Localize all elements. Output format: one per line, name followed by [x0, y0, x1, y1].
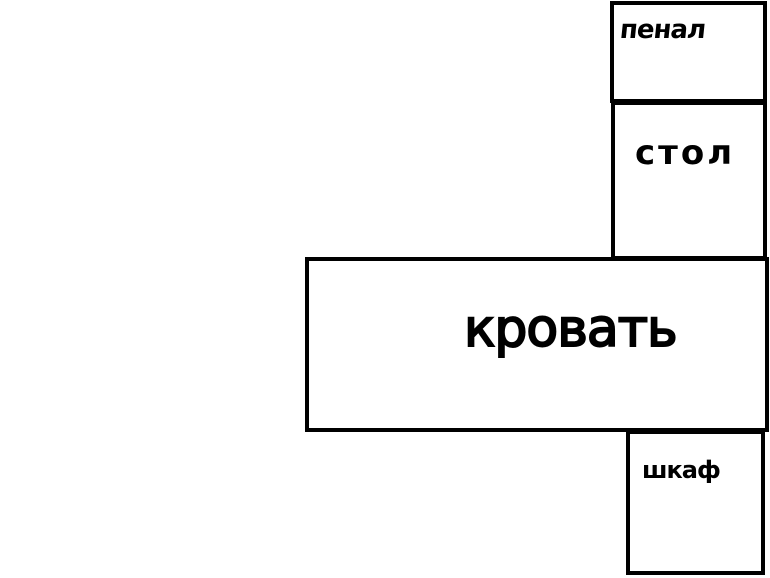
furniture-label: пенал	[618, 15, 707, 45]
furniture-penal-box: пенал	[610, 1, 767, 103]
furniture-label: шкаф	[642, 456, 721, 484]
furniture-label: стол	[635, 133, 736, 173]
furniture-label: кровать	[463, 298, 679, 360]
furniture-krovat-box: кровать	[305, 257, 769, 432]
furniture-shkaf-box: шкаф	[626, 430, 765, 575]
furniture-stol-box: стол	[611, 101, 767, 260]
